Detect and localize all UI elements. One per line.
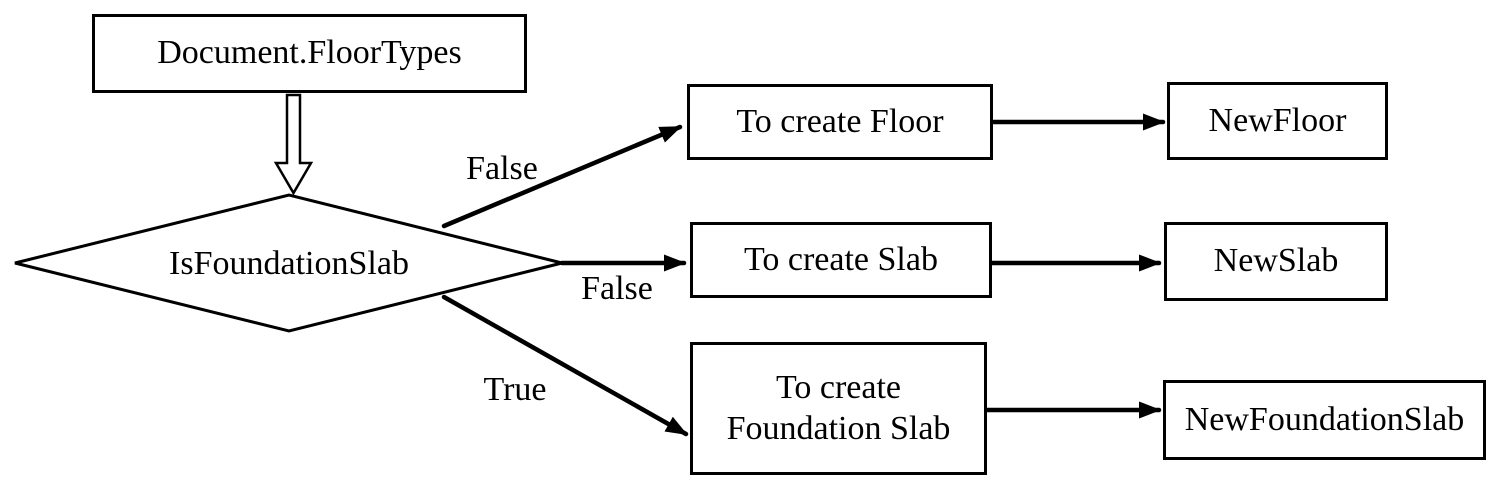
node-new-slab-label: NewSlab (1213, 242, 1339, 280)
node-document-floortypes: Document.FloorTypes (92, 14, 527, 93)
node-new-foundation-slab: NewFoundationSlab (1163, 380, 1486, 460)
node-new-foundation-slab-label: NewFoundationSlab (1184, 400, 1465, 438)
edge-label-false-slab: False (581, 270, 653, 307)
arrow-true-to-create-foundation-slab (441, 294, 689, 437)
node-to-create-foundation-slab: To create Foundation Slab (690, 342, 987, 475)
node-to-create-floor-label: To create Floor (736, 102, 944, 140)
node-to-create-slab-label: To create Slab (744, 240, 938, 278)
node-new-slab: NewSlab (1164, 222, 1388, 301)
edge-label-false-floor: False (466, 150, 538, 187)
node-to-create-slab: To create Slab (690, 222, 992, 298)
edge-label-true: True (483, 371, 547, 408)
node-to-create-foundation-slab-label: To create Foundation Slab (726, 369, 951, 447)
node-new-floor-label: NewFloor (1208, 101, 1347, 139)
node-document-floortypes-label: Document.FloorTypes (157, 34, 462, 72)
hollow-down-arrow (273, 93, 314, 196)
arrow-false-to-create-floor (441, 124, 683, 229)
decision-diamond-shape (14, 193, 563, 333)
node-new-floor: NewFloor (1167, 82, 1388, 160)
node-to-create-floor: To create Floor (687, 84, 993, 160)
